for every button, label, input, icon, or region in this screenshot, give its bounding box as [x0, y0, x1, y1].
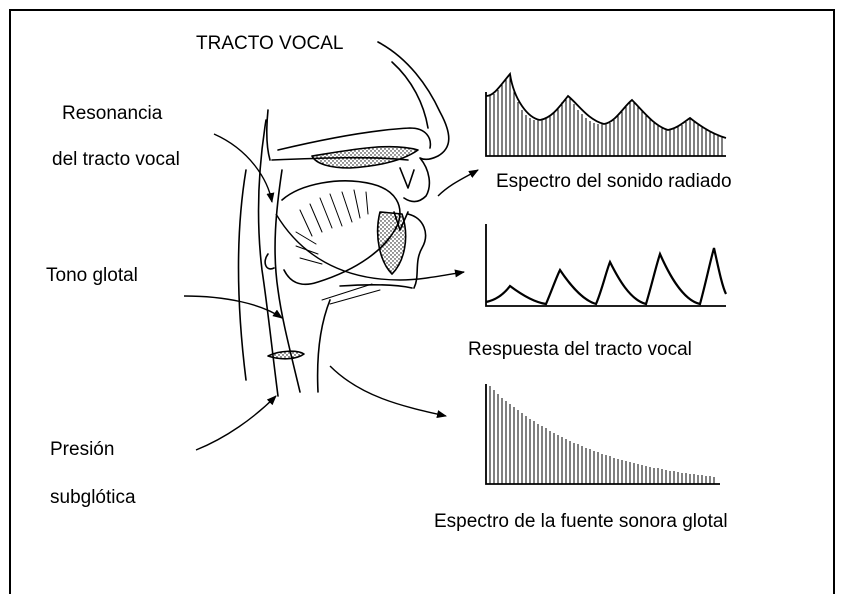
uvula	[376, 211, 407, 275]
face-profile	[377, 41, 450, 203]
connector-arrows	[183, 133, 479, 451]
label-glottal-tone: Tono glotal	[46, 265, 138, 286]
label-pressure-line1: Presión	[50, 439, 115, 460]
vocal-tract-illustration	[237, 41, 450, 397]
source-spectrum-plot	[485, 384, 720, 485]
tongue-body-lines	[295, 189, 369, 265]
upper-teeth	[399, 167, 415, 189]
radiated-envelope	[485, 71, 727, 139]
radiated-harmonics	[489, 74, 723, 156]
label-resonance-line1: Resonancia	[62, 103, 163, 124]
source-axes	[485, 384, 720, 485]
hyoid-lines	[321, 283, 381, 305]
label-pressure-line2: subglótica	[50, 487, 136, 508]
jaw-line	[339, 283, 413, 289]
radiated-spectrum-plot	[485, 71, 727, 157]
label-radiated-spectrum: Espectro del sonido radiado	[496, 171, 732, 192]
neck-back	[237, 169, 247, 381]
arrow-radiated	[437, 169, 479, 197]
nasal-cavity-top	[277, 127, 432, 151]
response-axes	[485, 224, 726, 307]
label-vocal-tract: TRACTO VOCAL	[196, 33, 344, 54]
lower-lip	[407, 213, 427, 289]
vocal-folds	[267, 350, 305, 360]
epiglottis	[264, 253, 275, 270]
nasal-tract	[265, 109, 271, 161]
label-resonance-line2: del tracto vocal	[52, 149, 180, 170]
arrow-glottal-tone	[183, 295, 283, 319]
label-source-spectrum: Espectro de la fuente sonora glotal	[434, 511, 728, 532]
response-curve	[485, 247, 728, 306]
nasal-bridge	[391, 61, 429, 129]
arrow-to-source	[329, 365, 447, 418]
hard-palate	[311, 145, 419, 169]
arrow-pressure	[195, 395, 277, 451]
neck-front	[316, 299, 331, 393]
arrow-tract-to-response	[275, 213, 465, 281]
source-harmonics	[489, 386, 715, 484]
tract-response-plot	[485, 224, 728, 307]
diagram-frame	[9, 9, 835, 594]
label-tract-response: Respuesta del tracto vocal	[468, 339, 692, 360]
arrow-resonance	[213, 133, 275, 203]
